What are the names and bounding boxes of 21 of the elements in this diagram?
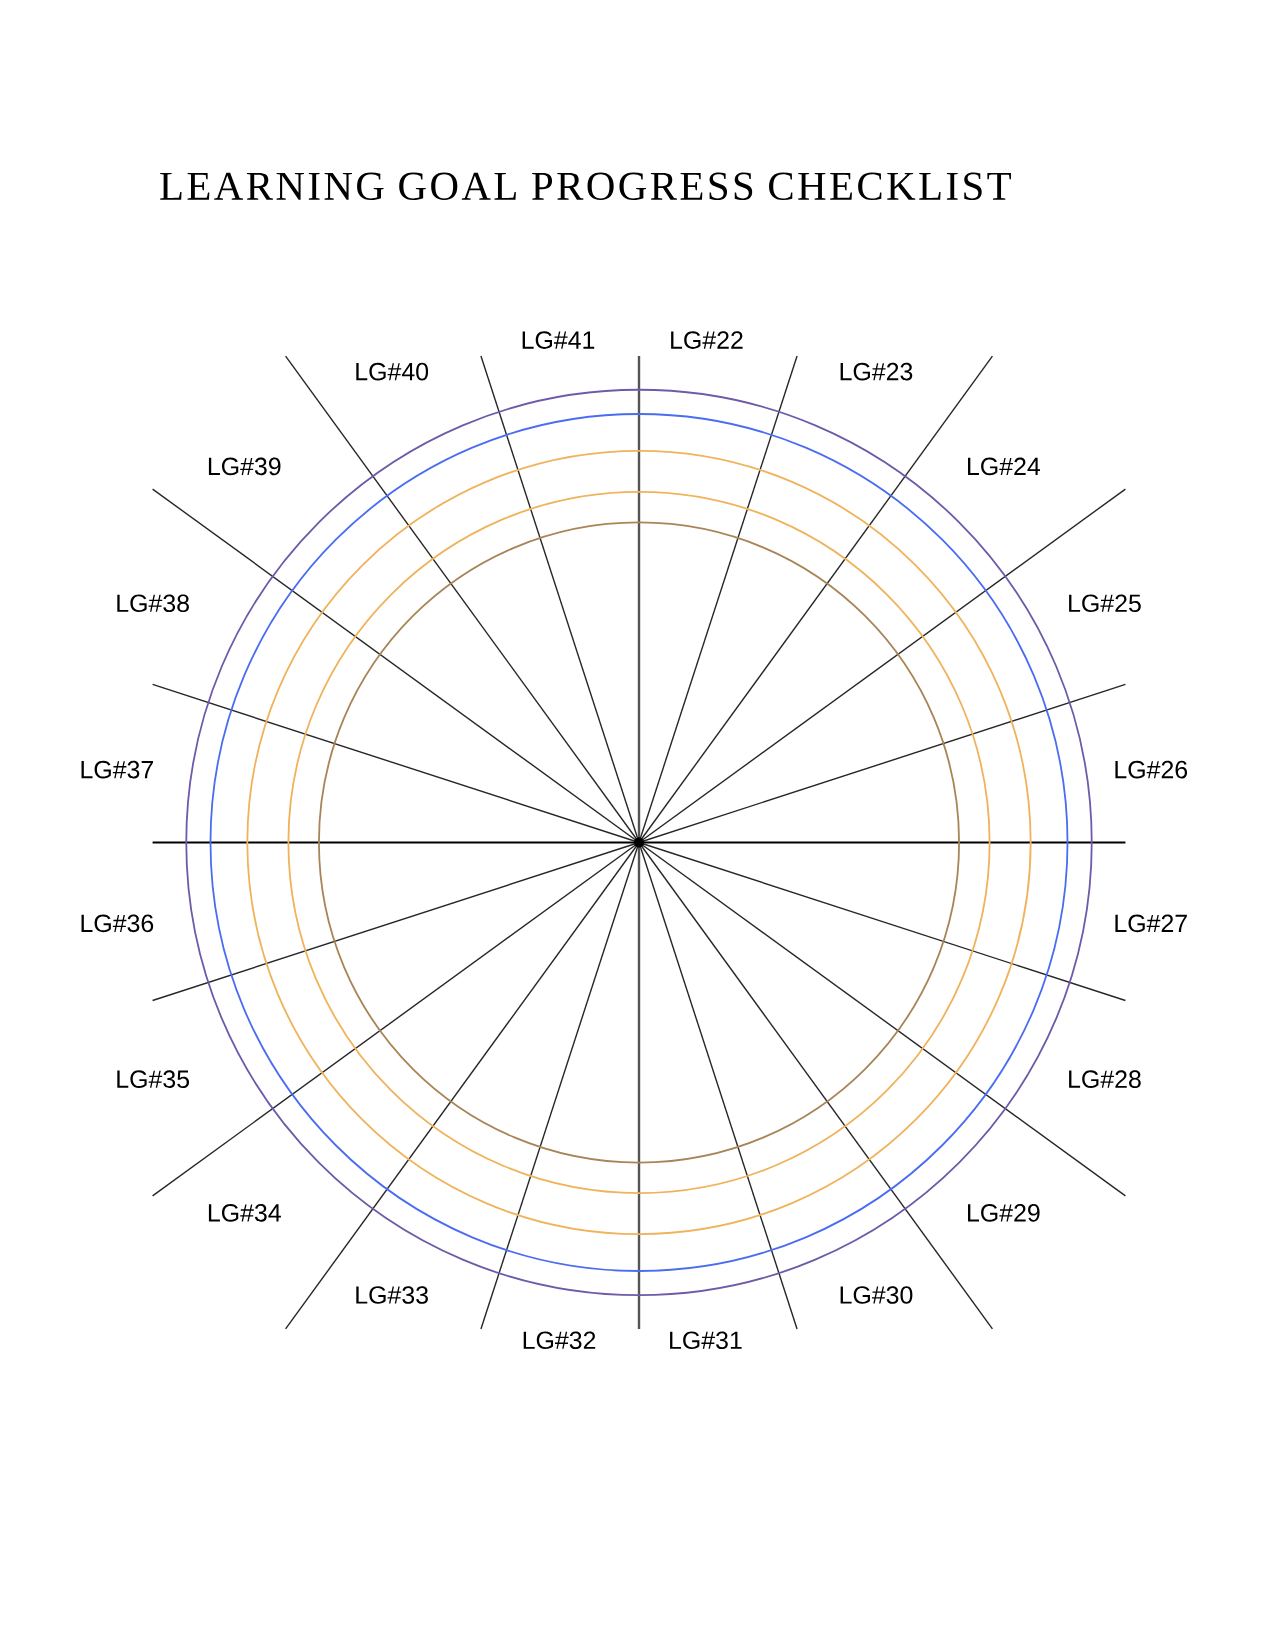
goal-label: LG#38 <box>117 594 189 613</box>
goal-label: LG#26 <box>1115 760 1188 779</box>
goal-label: LG#41 <box>522 331 595 349</box>
title: LEARNING GOAL PROGRESS CHECKLIST <box>160 172 1011 201</box>
goal-label: LG#22 <box>671 331 743 349</box>
goal-label: LG#28 <box>1069 1070 1141 1088</box>
goal-label: LG#40 <box>356 362 429 381</box>
goal-label: LG#29 <box>968 1204 1040 1222</box>
goal-label: LG#35 <box>117 1070 189 1088</box>
goal-label: LG#25 <box>1069 594 1141 613</box>
goal-label: LG#23 <box>840 362 913 381</box>
goal-label: LG#37 <box>81 760 153 779</box>
goal-label: LG#33 <box>356 1286 428 1304</box>
goal-label: LG#36 <box>81 914 154 933</box>
goal-label: LG#27 <box>1115 914 1187 933</box>
goal-label: LG#24 <box>968 457 1041 476</box>
goal-label: LG#30 <box>840 1286 913 1304</box>
goal-label: LG#39 <box>208 457 281 476</box>
goal-label: LG#31 <box>670 1331 742 1350</box>
goal-label: LG#32 <box>523 1331 596 1350</box>
goal-label: LG#34 <box>208 1204 281 1222</box>
